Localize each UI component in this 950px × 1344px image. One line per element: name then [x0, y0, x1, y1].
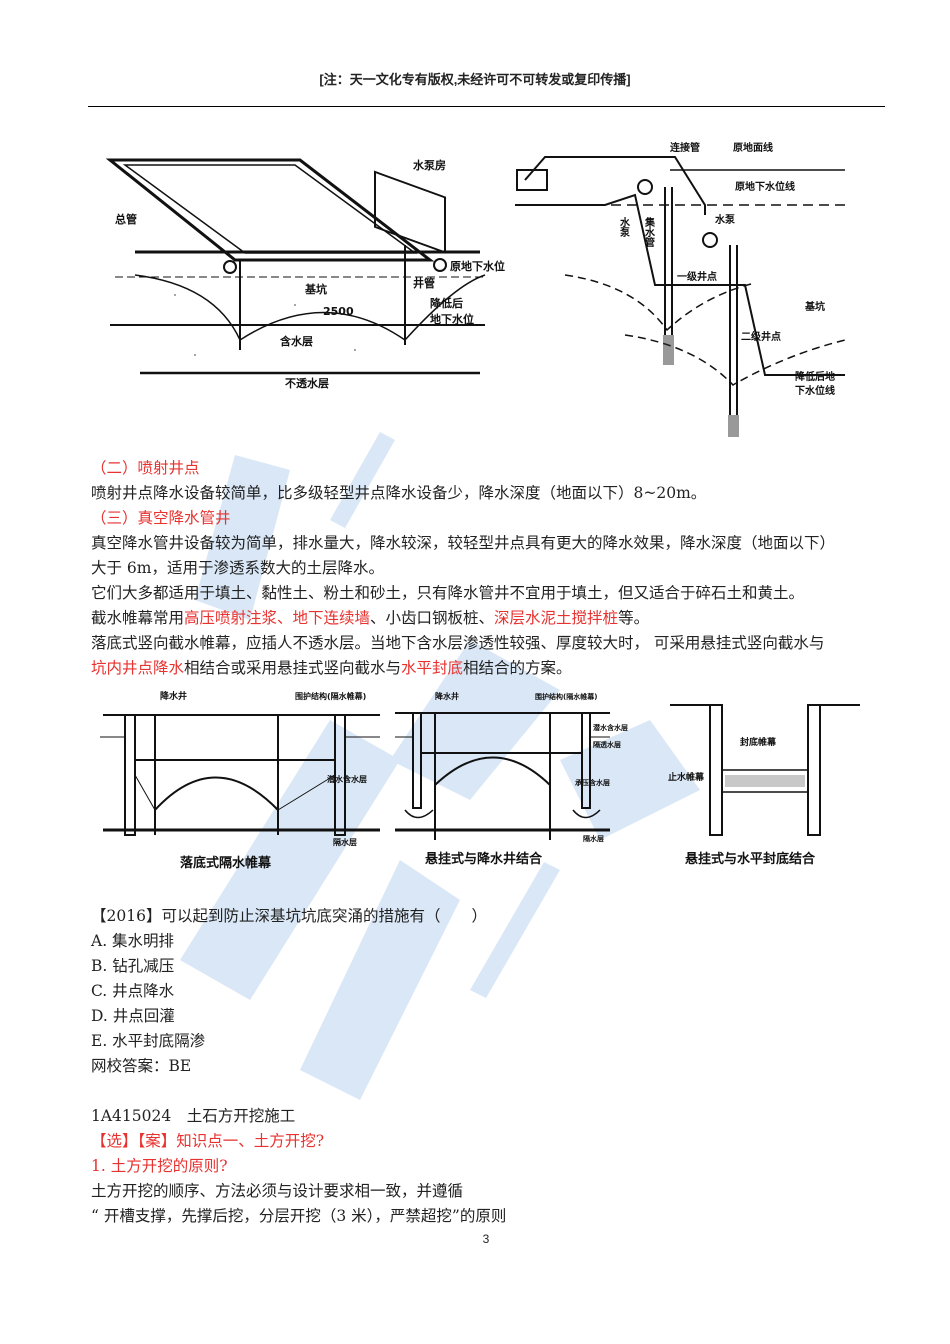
label-pit: 基坑 [304, 282, 327, 296]
two-stage-wellpoint-diagram: 连接管 原地面线 原地下水位线 水泵 水泵 集水管 一级井点 基坑 二级井点 降… [515, 141, 846, 437]
text: 、小齿口钢板桩、 [370, 609, 495, 627]
highlight: 坑内井点降水 [91, 659, 185, 677]
label-dewatering-well-2: 降水井 [435, 691, 459, 701]
caption-suspended-seal: 悬挂式与水平封底结合 [685, 851, 816, 867]
paragraph: 真空降水管井设备较为简单，排水量大，降水较深，较轻型井点具有更大的降水效果，降水… [91, 534, 836, 552]
label-original-water-level: 原地下水位 [450, 259, 505, 273]
label-collector-pipe: 集水管 [643, 216, 656, 248]
caption-suspended-well: 悬挂式与降水井结合 [425, 851, 543, 867]
label-lowered: 降低后 [430, 296, 463, 310]
label-lowered-level: 地下水位 [430, 312, 474, 326]
paragraph: 落底式竖向截水帷幕，应插人不透水层。当地下含水层渗透性较强、厚度较大时， 可采用… [91, 634, 825, 652]
label-pit: 基坑 [804, 300, 825, 313]
option-e: E. 水平封底隔渗 [91, 1032, 206, 1050]
option-b: B. 钻孔减压 [91, 957, 175, 975]
paragraph: “ 开槽支撑，先撑后挖，分层开挖（3 米），严禁超挖”的原则 [91, 1207, 507, 1225]
paragraph: 大于 6m，适用于渗透系数大的土层降水。 [91, 559, 384, 577]
label-original-ground: 原地面线 [733, 141, 773, 154]
label-main-pipe: 总管 [115, 212, 137, 226]
label-waterstop-curtain: 止水帷幕 [668, 771, 705, 783]
text: 相结合或采用悬挂式竖向截水与 [184, 659, 402, 677]
highlight: 高压喷射注浆、地下连续墙 [184, 609, 371, 627]
label-bottom-seal: 封底帷幕 [740, 736, 777, 748]
label-retaining-structure-2: 围护结构(隔水帷幕) [535, 692, 597, 701]
label-aquifer: 含水层 [279, 334, 313, 348]
label-phreatic-aquifer: 潜水含水层 [327, 774, 367, 784]
option-d: D. 井点回灌 [91, 1007, 175, 1025]
question-stem: 【2016】可以起到防止深基坑坑底突涌的措施有（ ） [91, 907, 487, 925]
label-aquiclude: 隔水层 [333, 837, 357, 847]
label-phreatic-aquifer-2: 潜水含水层 [593, 723, 628, 732]
option-a: A. 集水明排 [91, 932, 175, 950]
label-pump-1: 水泵 [618, 216, 631, 238]
label-confined-aquifer: 承压含水层 [575, 778, 610, 787]
paragraph: 截水帷幕常用高压喷射注浆、地下连续墙、小齿口钢板桩、深层水泥土搅拌桩等。 [91, 608, 649, 628]
label-retaining-structure: 围护结构(隔水帷幕) [295, 691, 366, 701]
copyright-notice: [注：天一文化专有版权,未经许可不可转发或复印传播] [319, 72, 631, 87]
text: 相结合的方案。 [463, 659, 572, 677]
label-first-stage: 一级井点 [677, 270, 717, 283]
label-lowered-1: 降低后地 [795, 370, 835, 383]
label-2500: 2500 [323, 305, 354, 318]
label-semi-permeable: 隔透水层 [593, 740, 621, 749]
section-code-title: 1A415024 土石方开挖施工 [91, 1107, 296, 1125]
text: 截水帷幕常用 [91, 609, 185, 627]
label-second-stage: 二级井点 [741, 330, 781, 343]
light-wellpoint-diagram: 水泵房 总管 原地下水位 井管 基坑 2500 降低后 地下水位 含水层 不透水… [105, 158, 505, 390]
cutoff-curtain-diagrams: 降水井 围护结构(隔水帷幕) 潜水含水层 隔水层 落底式隔水帷幕 降水井 围护结… [100, 690, 860, 871]
label-original-water-line: 原地下水位线 [735, 180, 795, 193]
label-dewatering-well: 降水井 [160, 690, 187, 702]
label-connecting-pipe: 连接管 [670, 141, 700, 154]
label-lowered-2: 下水位线 [795, 384, 835, 397]
text: 等。 [618, 609, 650, 627]
subsection-title: 1. 土方开挖的原则? [91, 1157, 228, 1175]
paragraph: 土方开挖的顺序、方法必须与设计要求相一致，并遵循 [91, 1182, 464, 1200]
caption-full-cutoff: 落底式隔水帷幕 [180, 855, 272, 871]
header-divider [88, 106, 885, 107]
paragraph: 坑内井点降水相结合或采用悬挂式竖向截水与水平封底相结合的方案。 [91, 658, 572, 678]
answer: 网校答案：BE [91, 1057, 192, 1075]
page-number: 3 [482, 1232, 490, 1246]
label-pump-house: 水泵房 [413, 158, 446, 172]
section-title-vacuum-well: （三）真空降水管井 [91, 509, 231, 527]
highlight: 水平封底 [401, 659, 464, 677]
knowledge-point-title: 【选】【案】知识点一、土方开挖? [91, 1132, 325, 1150]
paragraph: 喷射井点降水设备较简单，比多级轻型井点降水设备少，降水深度（地面以下）8~20m… [91, 484, 707, 502]
label-well-pipe: 井管 [413, 276, 435, 290]
label-impermeable: 不透水层 [285, 376, 329, 390]
option-c: C. 井点降水 [91, 982, 175, 1000]
section-title-jet-wellpoint: （二）喷射井点 [91, 459, 200, 477]
highlight: 深层水泥土搅拌桩 [494, 609, 619, 627]
label-aquiclude-2: 隔水层 [583, 834, 604, 843]
paragraph: 它们大多都适用于填土、黏性土、粉土和砂土，只有降水管井不宜用于填土，但又适合于碎… [91, 584, 805, 602]
label-pump-2: 水泵 [714, 213, 736, 226]
